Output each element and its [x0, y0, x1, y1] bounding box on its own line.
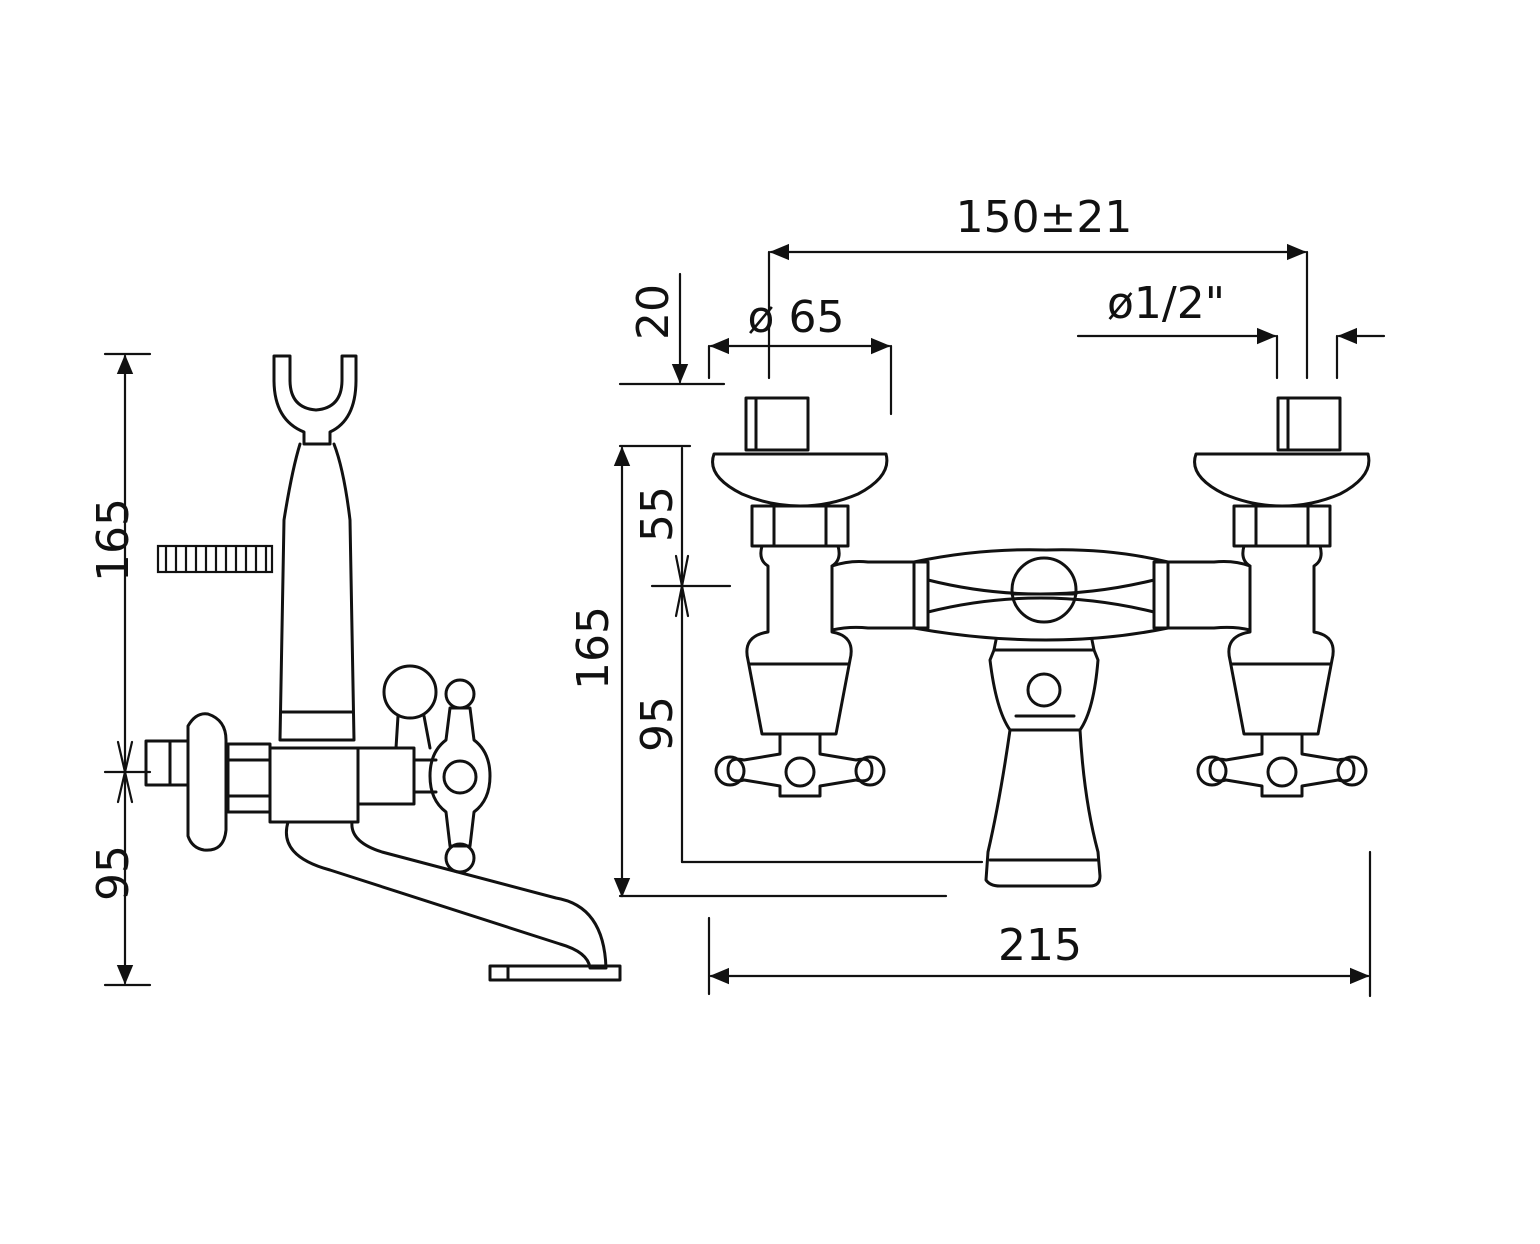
- left-pillar: [711, 396, 889, 736]
- right-pillar: [1193, 396, 1371, 736]
- right-cross-handle-icon: [1196, 732, 1368, 798]
- front-top-height-label: 20: [628, 284, 679, 340]
- diverter-knob-icon: [382, 664, 476, 750]
- front-spout: [984, 648, 1102, 888]
- front-flange-diameter-label: ø 65: [748, 292, 845, 343]
- front-width-label: 215: [998, 920, 1082, 971]
- front-view: 150±21 ø 65 ø1/2" 20: [568, 192, 1386, 998]
- side-view: 165 95: [88, 352, 622, 987]
- front-flange-diameter-dimension: [707, 337, 893, 416]
- front-bridge: [830, 548, 1252, 652]
- side-cross-handle-icon: [428, 706, 492, 874]
- front-inlet-diameter-label: ø1/2": [1107, 278, 1225, 329]
- front-inlet-diameter-dimension: [1076, 327, 1386, 380]
- side-height-spout-label: 95: [88, 845, 139, 901]
- front-width-dimension: [707, 850, 1372, 998]
- left-cross-handle-icon: [714, 732, 886, 798]
- handshower-holder: [272, 354, 358, 742]
- hose-coil-icon: [156, 544, 274, 574]
- front-height-dimensions: [613, 444, 984, 898]
- front-total-height-label: 165: [568, 606, 619, 690]
- side-height-total-label: 165: [88, 498, 139, 582]
- front-top-height-dimension: [618, 272, 726, 386]
- front-mid-height-label: 55: [632, 486, 683, 542]
- side-spout: [285, 820, 622, 982]
- front-centers-dimension: [767, 243, 1309, 380]
- side-dimension-lines: [103, 352, 152, 987]
- side-inlet-flange: [144, 712, 228, 852]
- front-spout-height-label: 95: [632, 696, 683, 752]
- side-valve-body: [226, 742, 438, 824]
- front-centers-label: 150±21: [956, 192, 1133, 243]
